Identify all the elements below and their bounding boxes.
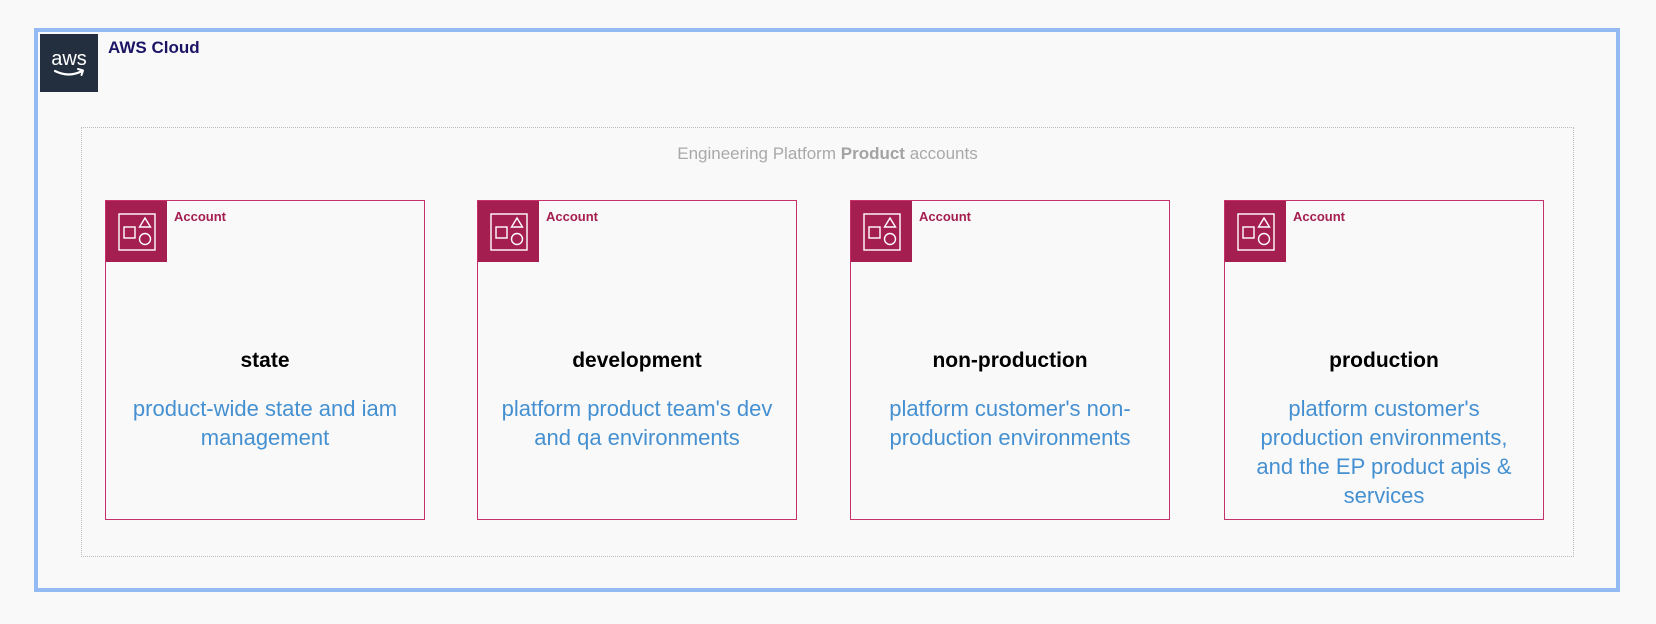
account-icon bbox=[106, 201, 167, 262]
aws-logo-icon: aws bbox=[40, 34, 98, 92]
account-name: state bbox=[240, 349, 290, 372]
account-label: Account bbox=[919, 209, 971, 224]
cloud-title: AWS Cloud bbox=[108, 38, 200, 57]
account-card-non-production: Account non-production platform customer… bbox=[850, 200, 1170, 520]
aws-logo-text: aws bbox=[51, 48, 87, 70]
group-title: Engineering Platform Product accounts bbox=[82, 144, 1573, 164]
group-title-bold: Product bbox=[840, 144, 905, 163]
account-card-development: Account development platform product tea… bbox=[477, 200, 797, 520]
account-icon bbox=[478, 201, 539, 262]
account-card-production: Account production platform customer's p… bbox=[1224, 200, 1544, 520]
account-name: production bbox=[1329, 349, 1439, 372]
account-name: development bbox=[572, 349, 702, 372]
account-icon bbox=[1225, 201, 1286, 262]
account-card-state: Account state product-wide state and iam… bbox=[105, 200, 425, 520]
account-description: product-wide state and iam management bbox=[132, 396, 398, 450]
account-label: Account bbox=[1293, 209, 1345, 224]
aws-cloud-container: aws AWS Cloud bbox=[34, 28, 1620, 592]
account-label: Account bbox=[174, 209, 226, 224]
account-description: platform product team's dev and qa envir… bbox=[501, 396, 773, 450]
product-accounts-group: Engineering Platform Product accounts bbox=[81, 127, 1574, 557]
account-label: Account bbox=[546, 209, 598, 224]
group-title-prefix: Engineering Platform bbox=[677, 144, 841, 163]
account-icon bbox=[851, 201, 912, 262]
group-title-suffix: accounts bbox=[904, 144, 978, 163]
account-description: platform customer's non-production envir… bbox=[889, 396, 1131, 450]
account-description: platform customer's production environme… bbox=[1256, 396, 1512, 508]
account-name: non-production bbox=[932, 349, 1088, 372]
